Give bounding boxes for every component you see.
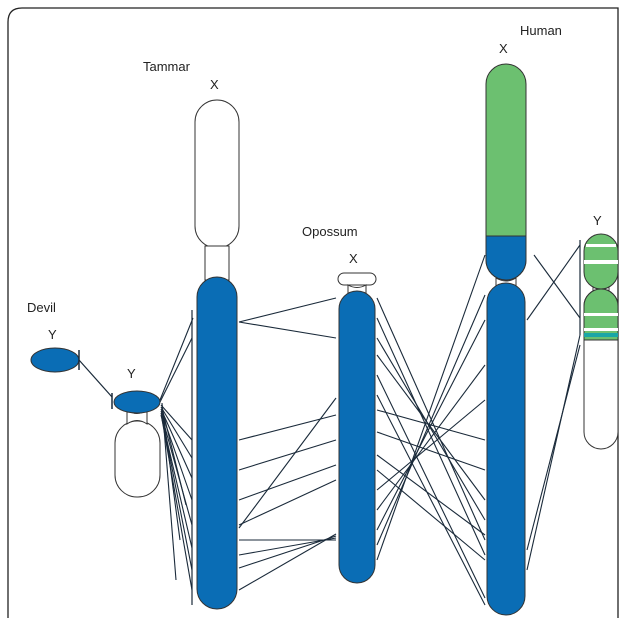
human-x-chromosome <box>485 63 527 616</box>
human-x-label: X <box>499 41 508 56</box>
tammar-x-chromosome <box>191 99 240 610</box>
tammar-x-stalk <box>204 245 230 281</box>
opossum-species-label: Opossum <box>302 224 358 239</box>
link-line <box>238 439 337 471</box>
link-line <box>238 321 337 339</box>
opossum-x-label: X <box>349 251 358 266</box>
link-line <box>376 317 486 556</box>
link-line <box>526 334 581 571</box>
human-y-band-4 <box>584 328 618 331</box>
human-species-label: Human <box>520 23 562 38</box>
link-line <box>160 412 193 526</box>
human-y-band-3 <box>584 313 618 316</box>
human-y-band-2 <box>584 260 618 264</box>
link-line <box>376 364 486 511</box>
link-line <box>161 407 187 506</box>
tammar-species-label: Tammar <box>143 59 191 74</box>
link-line <box>376 394 486 606</box>
devil-species-label: Devil <box>27 300 56 315</box>
link-line <box>238 397 337 529</box>
link-line <box>238 533 337 591</box>
figure-frame <box>7 7 619 618</box>
devil-chromosome-2 <box>113 390 161 498</box>
human-x-long-arm <box>486 282 526 616</box>
link-line <box>376 431 486 471</box>
devil-y-label: Y <box>48 327 57 342</box>
link-line <box>238 297 337 323</box>
opossum-x-short-arm <box>337 272 377 286</box>
devil-link-line <box>78 359 113 398</box>
link-line <box>238 535 337 569</box>
opossum-x-chromosome <box>337 272 377 584</box>
human-y-band-1 <box>586 244 616 247</box>
human-y-chromosome <box>579 233 619 450</box>
link-line <box>160 408 193 479</box>
opossum-x-long-arm <box>338 290 376 584</box>
link-line <box>160 404 193 441</box>
link-line <box>376 354 486 501</box>
devil-chrom2-body <box>114 420 161 498</box>
devil-y2-label: Y <box>127 366 136 381</box>
link-line <box>526 344 581 551</box>
link-line <box>238 414 337 441</box>
link-line <box>159 337 193 403</box>
human-y-label: Y <box>593 213 602 228</box>
link-line <box>376 399 486 491</box>
link-line <box>376 294 486 546</box>
link-line <box>160 406 193 459</box>
human-x-short-arm-blue <box>485 235 527 281</box>
tammar-x-label: X <box>210 77 219 92</box>
link-line <box>376 337 486 521</box>
tammar-x-short-arm <box>194 99 240 249</box>
link-line <box>161 402 177 581</box>
link-line <box>161 418 193 591</box>
link-line <box>238 479 337 526</box>
link-line <box>376 454 486 536</box>
tammar-x-long-arm <box>196 276 238 610</box>
link-line <box>161 404 181 541</box>
link-line <box>376 254 486 561</box>
devil-chrom2-blue-arm <box>113 390 161 414</box>
devil-y-chromosome <box>30 347 80 373</box>
link-line <box>533 254 581 319</box>
human-y-teal-band <box>584 333 618 337</box>
link-line <box>376 374 486 599</box>
link-line <box>376 319 486 531</box>
link-line <box>238 464 337 501</box>
link-line <box>159 317 194 401</box>
homology-lines <box>159 244 581 606</box>
